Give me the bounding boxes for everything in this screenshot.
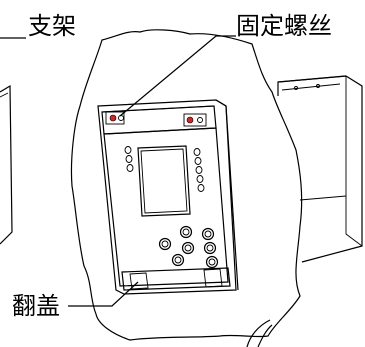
bracket-label: 支架 bbox=[28, 12, 76, 40]
key-button bbox=[171, 253, 185, 267]
key-button bbox=[203, 241, 217, 255]
flip-cover-label: 翻盖 bbox=[12, 292, 60, 320]
key-button bbox=[201, 227, 215, 241]
device-body bbox=[97, 99, 239, 295]
key-button bbox=[181, 241, 195, 255]
flip-cover-callout: 翻盖 bbox=[12, 281, 139, 320]
front-face bbox=[103, 127, 229, 287]
left-device-edge bbox=[0, 84, 13, 245]
fixing-screw-callout: 固定螺丝 bbox=[119, 12, 332, 117]
left-indicator-leds bbox=[124, 146, 134, 172]
right-indicator-leds bbox=[193, 148, 205, 192]
key-button bbox=[205, 255, 219, 269]
keypad-buttons bbox=[158, 225, 219, 269]
fixing-screw-right bbox=[183, 113, 207, 127]
key-button bbox=[179, 225, 193, 239]
fixing-screw-leader-line bbox=[119, 35, 236, 117]
cut-line-left bbox=[246, 319, 271, 347]
key-button bbox=[158, 237, 172, 251]
fixing-screw-left bbox=[105, 111, 125, 125]
bracket-callout: 支架 bbox=[0, 12, 76, 40]
display-screen bbox=[137, 145, 191, 217]
bottom-flip-cover bbox=[121, 267, 231, 291]
fixing-screw-label: 固定螺丝 bbox=[236, 12, 332, 40]
wall-cutout-outline bbox=[70, 29, 303, 341]
rear-mounting-box bbox=[277, 75, 363, 263]
flip-cover-leader-line bbox=[68, 281, 139, 307]
cut-line-right bbox=[257, 324, 273, 347]
